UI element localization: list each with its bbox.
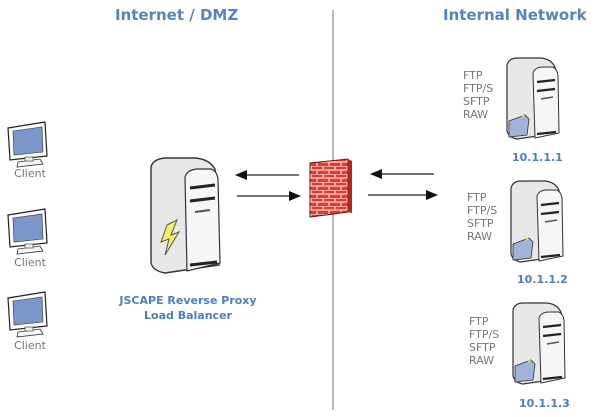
protocol-sftp: SFTP bbox=[467, 217, 494, 230]
protocol-ftps: FTP/S bbox=[463, 82, 494, 95]
arrow-left-icon bbox=[370, 169, 382, 179]
arrow-right-icon bbox=[426, 190, 438, 200]
protocol-sftp: SFTP bbox=[463, 95, 490, 108]
client-label: Client bbox=[14, 167, 46, 180]
server-ip-label: 10.1.1.1 bbox=[512, 151, 563, 164]
protocol-ftp: FTP bbox=[467, 191, 487, 204]
internet-dmz-heading: Internet / DMZ bbox=[115, 6, 239, 24]
server-ip-label: 10.1.1.3 bbox=[519, 397, 570, 410]
client-label: Client bbox=[14, 339, 46, 352]
protocol-ftps: FTP/S bbox=[469, 328, 500, 341]
protocol-raw: RAW bbox=[469, 354, 494, 367]
server-protocol-list: FTP FTP/S SFTP RAW bbox=[469, 315, 499, 367]
protocol-ftp: FTP bbox=[463, 69, 483, 82]
file-server-icon bbox=[506, 57, 560, 140]
load-balancer-label: JSCAPE Reverse Proxy Load Balancer bbox=[108, 293, 268, 323]
server-ip-label: 10.1.1.2 bbox=[517, 273, 568, 286]
server-protocol-list: FTP FTP/S SFTP RAW bbox=[467, 191, 497, 243]
arrow-right-icon bbox=[289, 191, 301, 201]
protocol-sftp: SFTP bbox=[469, 341, 496, 354]
monitor-icon bbox=[7, 208, 48, 255]
arrows-left bbox=[235, 170, 301, 201]
client-label: Client bbox=[14, 256, 46, 269]
arrows-right bbox=[368, 169, 438, 200]
file-server-icon bbox=[512, 302, 566, 385]
firewall-brick-icon bbox=[309, 158, 352, 218]
internal-network-heading: Internal Network bbox=[443, 6, 587, 24]
server-lightning-icon bbox=[150, 157, 221, 274]
load-balancer-label-line2: Load Balancer bbox=[144, 309, 232, 322]
protocol-ftps: FTP/S bbox=[467, 204, 498, 217]
monitor-icon bbox=[7, 291, 48, 338]
protocol-raw: RAW bbox=[467, 230, 492, 243]
monitor-icon bbox=[7, 121, 48, 168]
file-server-icon bbox=[510, 180, 564, 263]
arrow-left-icon bbox=[235, 170, 247, 180]
server-protocol-list: FTP FTP/S SFTP RAW bbox=[463, 69, 493, 121]
protocol-ftp: FTP bbox=[469, 315, 489, 328]
protocol-raw: RAW bbox=[463, 108, 488, 121]
load-balancer-label-line1: JSCAPE Reverse Proxy bbox=[119, 294, 257, 307]
